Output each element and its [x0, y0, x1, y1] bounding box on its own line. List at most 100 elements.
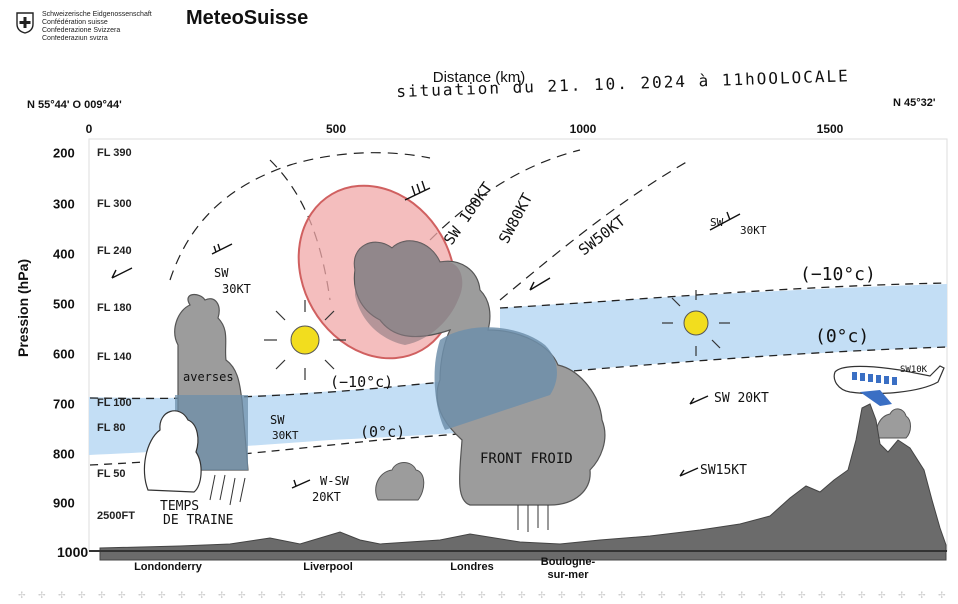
- terrain-profile: [99, 403, 947, 561]
- footer-mark-icon: ✢: [658, 590, 666, 600]
- isotherm-zero-right: [559, 346, 948, 373]
- footer-mark-icon: ✢: [678, 590, 686, 600]
- footer-mark-icon: ✢: [178, 590, 186, 600]
- footer-mark-icon: ✢: [458, 590, 466, 600]
- flight-level-label: FL 390: [97, 147, 132, 159]
- footer-mark-icon: ✢: [378, 590, 386, 600]
- org-line: Confederazione Svizzera: [42, 27, 121, 34]
- cloud-in-jet: [354, 240, 463, 345]
- swiss-crest-icon: [16, 12, 34, 34]
- footer-mark-icon: ✢: [778, 590, 786, 600]
- isotherm-label: (0°c): [815, 326, 870, 347]
- y-tick-label: 900: [53, 495, 75, 511]
- shower-label: averses: [183, 370, 234, 384]
- weather-label: TEMPS: [160, 499, 200, 514]
- y-tick-label: 200: [53, 145, 75, 161]
- footer-mark-icon: ✢: [478, 590, 486, 600]
- footer-mark-icon: ✢: [198, 590, 206, 600]
- wind-label: 20KT: [312, 490, 341, 504]
- plane-wind-label: SW10K: [900, 365, 928, 375]
- sun-icon-left: [264, 300, 346, 380]
- y-tick-label: 1000: [57, 544, 89, 560]
- footer-mark-icon: ✢: [118, 590, 126, 600]
- brand-title: MeteoSuisse: [186, 7, 309, 29]
- city-label: Londonderry: [134, 561, 202, 573]
- footer-mark-icon: ✢: [558, 590, 566, 600]
- y-tick-label: 600: [53, 346, 75, 362]
- footer-mark-icon: ✢: [578, 590, 586, 600]
- footer-mark-icon: ✢: [798, 590, 806, 600]
- footer-mark-icon: ✢: [518, 590, 526, 600]
- isotherm-label: (−10°c): [330, 373, 394, 391]
- footer-mark-icon: ✢: [318, 590, 326, 600]
- footer-mark-icon: ✢: [838, 590, 846, 600]
- flight-level-label: FL 80: [97, 422, 126, 434]
- footer-mark-icon: ✢: [918, 590, 926, 600]
- footer-mark-icon: ✢: [138, 590, 146, 600]
- x-axis-title: Distance (km): [432, 69, 526, 86]
- y-tick-label: 500: [53, 296, 75, 312]
- jet-line-right: [499, 159, 691, 301]
- coordinate-end: N 45°32': [893, 97, 936, 109]
- footer-mark-icon: ✢: [718, 590, 726, 600]
- org-line: Schweizerische Eidgenossenschaft: [42, 11, 152, 18]
- footer-mark-icon: ✢: [858, 590, 866, 600]
- jet-line-mid: [429, 149, 581, 241]
- wind-label: W-SW: [320, 474, 349, 488]
- footer-mark-icon: ✢: [698, 590, 706, 600]
- coordinate-start: N 55°44' O 009°44': [27, 99, 122, 111]
- footer-mark-icon: ✢: [418, 590, 426, 600]
- city-label: Liverpool: [303, 561, 353, 573]
- wind-label: SW: [270, 413, 285, 427]
- footer-mark-icon: ✢: [818, 590, 826, 600]
- small-cloud: [375, 462, 425, 501]
- footer-mark-icon: ✢: [618, 590, 626, 600]
- city-label: Londres: [450, 561, 494, 573]
- x-tick-label: 500: [325, 122, 347, 136]
- front-label: FRONT FROID: [480, 451, 573, 467]
- footer-mark-icon: ✢: [58, 590, 66, 600]
- footer-mark-icon: ✢: [638, 590, 646, 600]
- footer-mark-icon: ✢: [338, 590, 346, 600]
- footer-mark-icon: ✢: [398, 590, 406, 600]
- flight-level-label: FL 50: [97, 468, 126, 480]
- footer-mark-icon: ✢: [598, 590, 606, 600]
- weather-label: DE TRAINE: [163, 513, 234, 528]
- wind-label: SW 20KT: [714, 391, 769, 406]
- wind-label: 30KT: [740, 224, 767, 237]
- flight-level-label: FL 100: [97, 397, 132, 409]
- flight-level-label: FL 180: [97, 302, 132, 314]
- footer-mark-icon: ✢: [158, 590, 166, 600]
- x-tick-label: 1000: [569, 122, 597, 136]
- flight-level-label: FL 140: [97, 351, 132, 363]
- footer-mark-icon: ✢: [438, 590, 446, 600]
- small-cloud-alps: [876, 408, 911, 439]
- airplane-icon: [833, 365, 945, 406]
- x-tick-label: 0: [85, 122, 93, 136]
- flight-level-label: FL 300: [97, 198, 132, 210]
- footer-mark-icon: ✢: [218, 590, 226, 600]
- footer-mark-icon: ✢: [38, 590, 46, 600]
- upper-front-line: [169, 152, 431, 281]
- isotherm-label: (−10°c): [800, 264, 876, 285]
- footer-mark-icon: ✢: [878, 590, 886, 600]
- flight-level-label: FL 240: [97, 245, 132, 257]
- flight-level-label: 2500FT: [97, 510, 135, 522]
- wind-label: SW15KT: [700, 463, 747, 478]
- iced-part-front: [434, 327, 557, 430]
- footer-mark-icon: ✢: [738, 590, 746, 600]
- footer-mark-icon: ✢: [538, 590, 546, 600]
- x-tick-label: 1500: [816, 122, 844, 136]
- y-tick-label: 300: [53, 196, 75, 212]
- wind-label: 30KT: [222, 282, 251, 296]
- wind-label: 30KT: [272, 429, 299, 442]
- footer-mark-icon: ✢: [98, 590, 106, 600]
- city-label: sur-mer: [547, 569, 589, 581]
- footer-mark-icon: ✢: [18, 590, 26, 600]
- org-line: Confederaziun svizra: [42, 35, 108, 40]
- precipitation-lines: [209, 474, 549, 532]
- sun-icon-right: [662, 290, 730, 356]
- y-tick-label: 400: [53, 246, 75, 262]
- footer-mark-icon: ✢: [78, 590, 86, 600]
